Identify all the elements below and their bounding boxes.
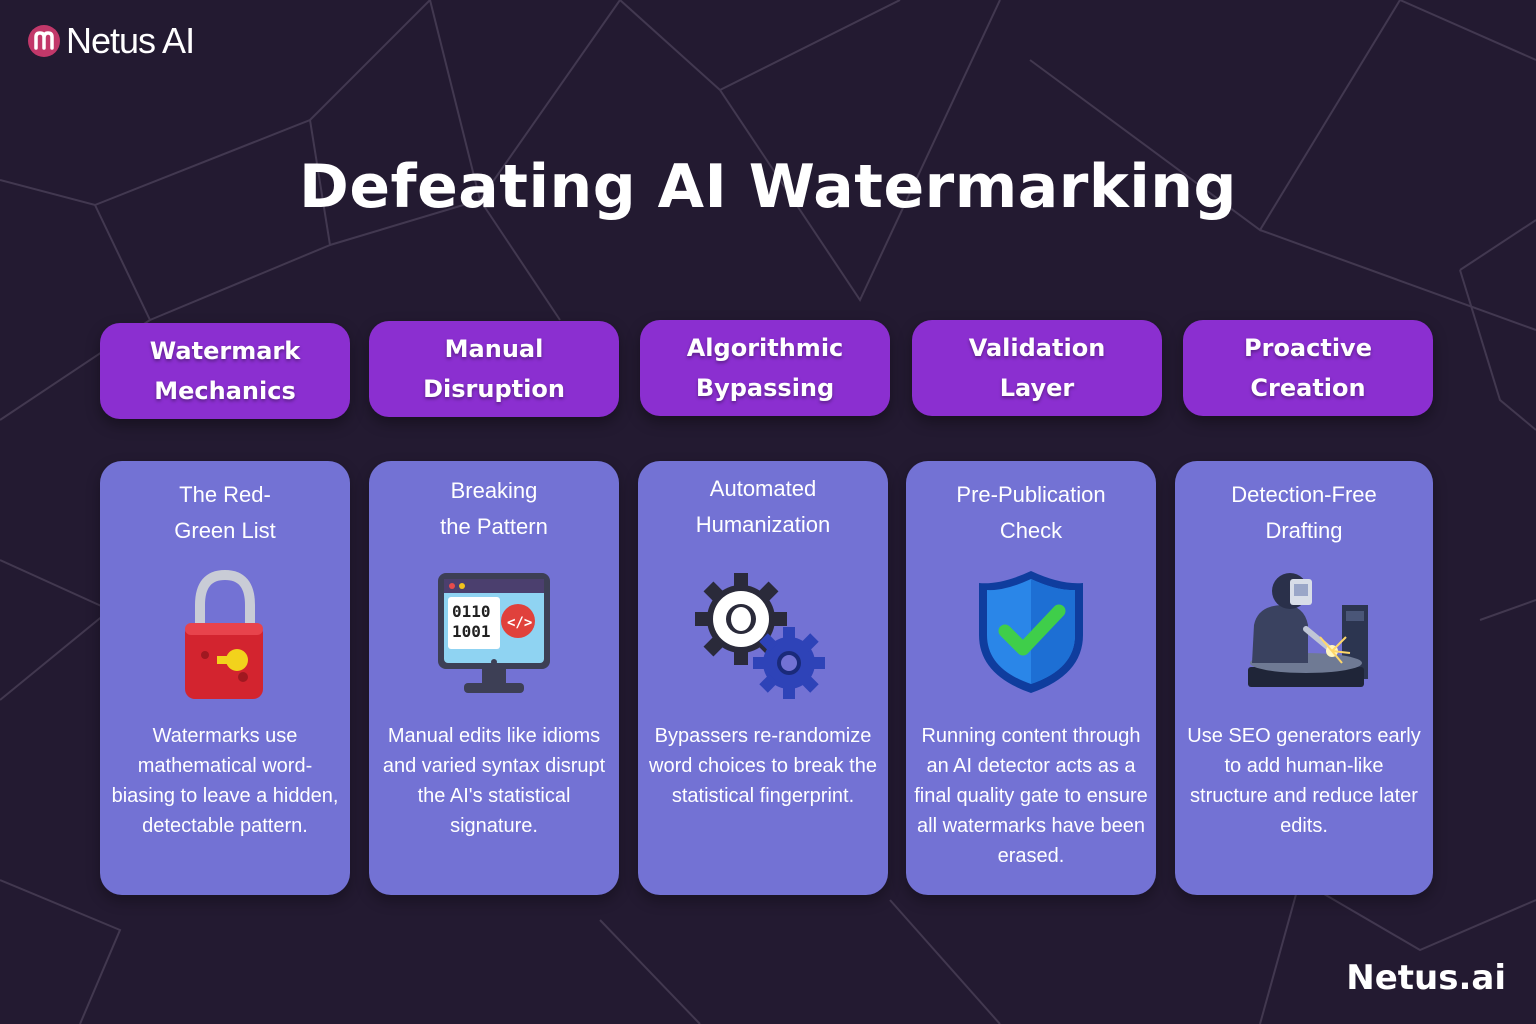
header-card-manual-disruption: Manual Disruption <box>369 321 619 417</box>
header-card-watermark-mechanics: Watermark Mechanics <box>100 323 350 419</box>
svg-text:</>: </> <box>507 615 532 631</box>
card-subtitle: Automated Humanization <box>695 476 831 537</box>
footer-brand: Netus.ai <box>1346 958 1506 998</box>
content-card-manual-disruption: Breaking the Pattern 0110 1001 </> Manua… <box>369 461 619 895</box>
content-card-algorithmic-bypassing: Automated Humanization <box>638 461 888 895</box>
gears-icon <box>693 565 833 705</box>
header-card-proactive-creation: Proactive Creation <box>1183 320 1433 416</box>
content-card-watermark-mechanics: The Red- Green List Watermarks use mathe… <box>100 461 350 895</box>
card-subtitle: The Red- Green List <box>174 482 276 543</box>
header-label: Manual Disruption <box>423 335 565 403</box>
padlock-icon <box>155 565 295 705</box>
header-card-algorithmic-bypassing: Algorithmic Bypassing <box>640 320 890 416</box>
header-label: Algorithmic Bypassing <box>686 334 844 402</box>
content-card-validation-layer: Pre-Publication Check Running content th… <box>906 461 1156 895</box>
svg-text:0110: 0110 <box>452 602 491 621</box>
brand-logo: Netus AI <box>24 20 195 62</box>
card-description: Bypassers re-randomize word choices to b… <box>649 725 877 807</box>
card-description: Running content through an AI detector a… <box>914 725 1148 867</box>
page-title: Defeating AI Watermarking <box>299 152 1237 222</box>
card-subtitle: Pre-Publication Check <box>956 482 1106 543</box>
welder-icon <box>1234 565 1374 705</box>
code-monitor-icon: 0110 1001 </> <box>424 565 564 705</box>
header-label: Proactive Creation <box>1244 334 1372 402</box>
brand-name: Netus AI <box>66 20 195 61</box>
card-description: Manual edits like idioms and varied synt… <box>382 725 606 837</box>
card-description: Watermarks use mathematical word-biasing… <box>111 725 339 837</box>
header-card-validation-layer: Validation Layer <box>912 320 1162 416</box>
svg-text:1001: 1001 <box>452 622 491 641</box>
card-description: Use SEO generators early to add human-li… <box>1187 725 1421 837</box>
card-subtitle: Breaking the Pattern <box>440 478 548 539</box>
content-card-proactive-creation: Detection-Free Drafting Use SEO generato… <box>1175 461 1433 895</box>
card-subtitle: Detection-Free Drafting <box>1231 482 1377 543</box>
shield-check-icon <box>961 565 1101 705</box>
netus-logo-icon <box>28 25 60 57</box>
header-label: Watermark Mechanics <box>149 337 301 405</box>
header-label: Validation Layer <box>968 334 1106 402</box>
